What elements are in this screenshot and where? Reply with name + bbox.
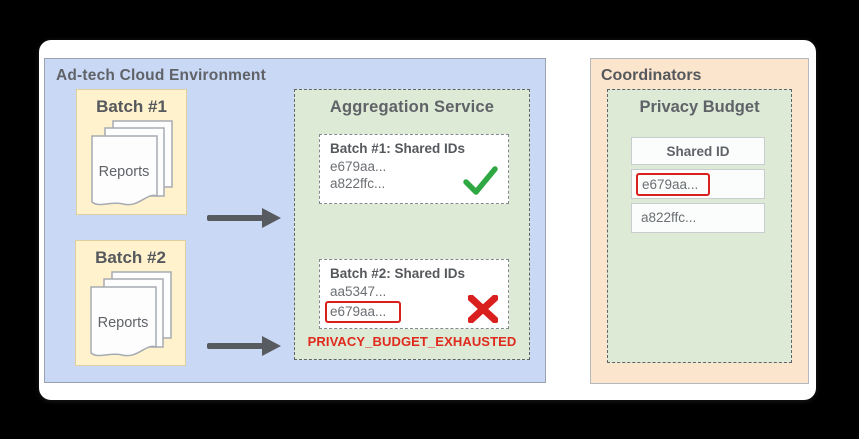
check-icon xyxy=(462,166,498,201)
reports-stack-icon: Reports xyxy=(85,271,178,361)
reports-stack-icon: Reports xyxy=(86,120,179,210)
coordinators-label: Coordinators xyxy=(601,67,702,84)
shared-id-value: e679aa... xyxy=(642,176,699,192)
highlight-box: e679aa... xyxy=(325,301,402,323)
aggregation-service-title: Aggregation Service xyxy=(329,98,495,116)
shared-id-value: a822ffc... xyxy=(330,176,386,191)
table-header-shared-id: Shared ID xyxy=(631,137,765,165)
batch-2-box: Batch #2 Reports xyxy=(75,240,186,366)
reports-label: Reports xyxy=(98,315,149,331)
batch1-result-title: Batch #1: Shared IDs xyxy=(330,141,466,156)
batch2-result-card: Batch #2: Shared IDs aa5347... e679aa... xyxy=(319,259,509,329)
batch-2-title: Batch #2 xyxy=(95,248,166,267)
privacy-budget-box: Privacy Budget Shared ID e679aa... a822f… xyxy=(607,89,792,363)
privacy-budget-exhausted-label: PRIVACY_BUDGET_EXHAUSTED xyxy=(307,334,517,349)
shared-id-value: aa5347... xyxy=(330,284,387,299)
batch-1-title: Batch #1 xyxy=(96,97,167,116)
flow-arrow-batch2 xyxy=(206,334,282,358)
table-row: e679aa... xyxy=(631,169,765,199)
shared-id-value: e679aa... xyxy=(330,159,387,174)
coordinators-box: Coordinators Privacy Budget Shared ID e6… xyxy=(590,58,809,384)
highlight-box: e679aa... xyxy=(636,172,711,196)
batch2-result-title: Batch #2: Shared IDs xyxy=(330,266,466,281)
shared-id-table: Shared ID e679aa... a822ffc... xyxy=(631,137,765,237)
adtech-environment-label: Ad-tech Cloud Environment xyxy=(56,67,266,84)
reports-label: Reports xyxy=(99,164,150,180)
privacy-budget-title: Privacy Budget xyxy=(639,98,760,116)
batch-1-box: Batch #1 Reports xyxy=(76,89,187,215)
cross-icon xyxy=(467,294,499,328)
diagram-card: Ad-tech Cloud Environment Batch #1 Repor… xyxy=(39,40,816,400)
batch1-result-card: Batch #1: Shared IDs e679aa... a822ffc..… xyxy=(319,134,509,204)
flow-arrow-batch1 xyxy=(206,206,282,230)
adtech-environment-box: Ad-tech Cloud Environment Batch #1 Repor… xyxy=(44,58,546,383)
table-row: a822ffc... xyxy=(631,203,765,233)
aggregation-service-box: Aggregation Service Batch #1: Shared IDs… xyxy=(294,89,530,360)
shared-id-value: e679aa... xyxy=(330,304,387,319)
